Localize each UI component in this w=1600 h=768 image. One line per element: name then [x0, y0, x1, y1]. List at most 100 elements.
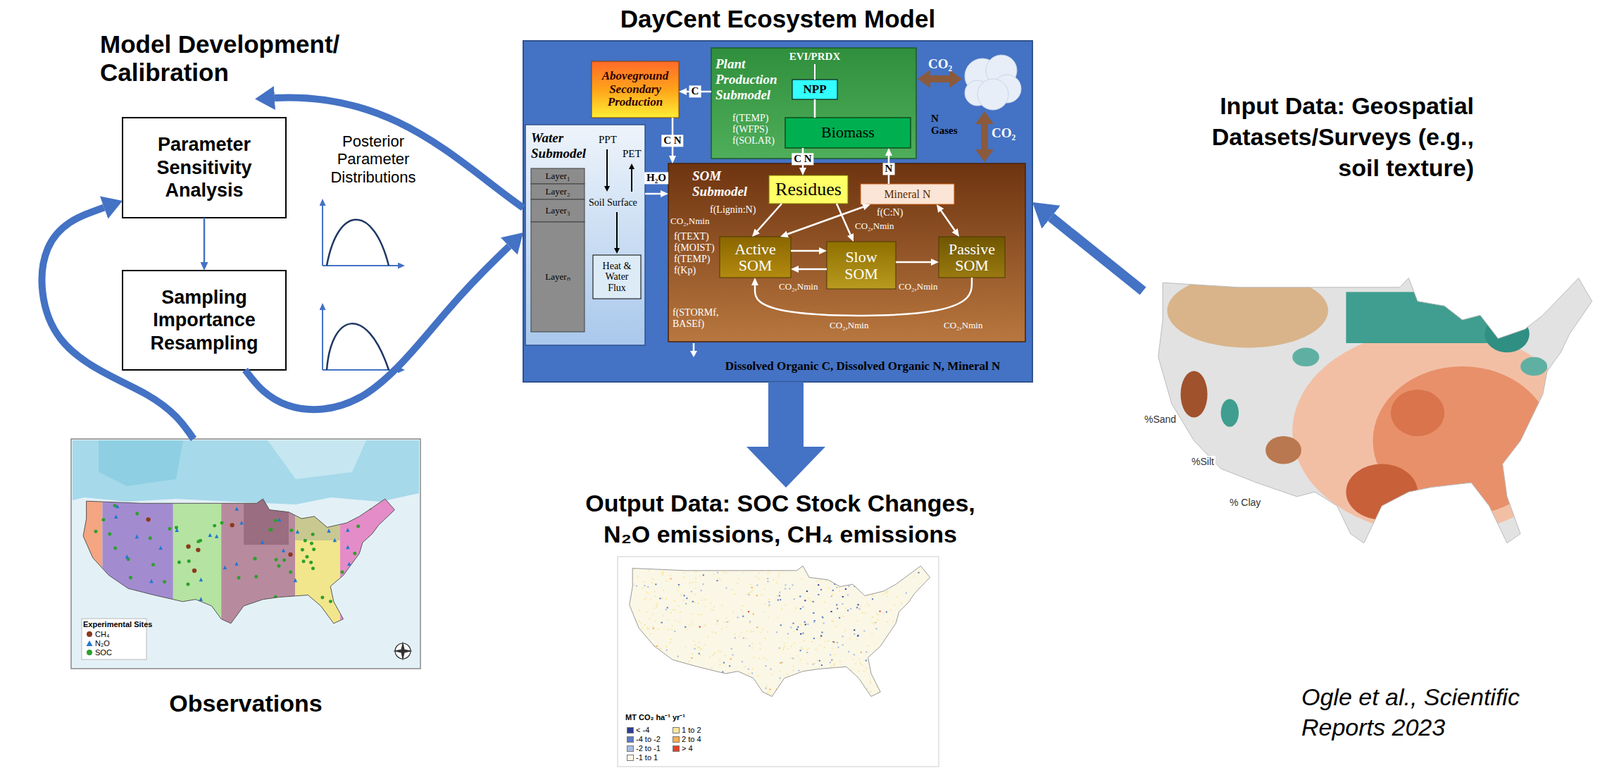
flux-dot	[770, 692, 772, 695]
flux-dot	[666, 606, 669, 608]
flux-dot	[804, 599, 806, 601]
flux-dot	[865, 650, 867, 653]
flux-dot	[693, 647, 696, 650]
flux-dot	[635, 666, 637, 668]
flux-dot	[712, 573, 715, 575]
site-dot	[302, 595, 306, 600]
flux-dot	[859, 661, 861, 664]
flux-dot	[638, 654, 641, 657]
flux-dot	[725, 616, 727, 619]
connector	[787, 207, 863, 235]
flux-dot	[860, 651, 862, 653]
flux-dot	[776, 595, 779, 597]
flux-dot	[884, 680, 886, 683]
flux-dot	[890, 671, 892, 674]
site-dot	[220, 521, 224, 525]
flux-dot	[873, 653, 875, 655]
flux-dot	[895, 595, 898, 598]
flux-dot	[802, 690, 805, 693]
flux-dot	[692, 623, 694, 625]
flux-dot	[886, 580, 889, 582]
flux-dot	[869, 690, 872, 693]
legend-item: SOC	[85, 647, 112, 657]
soil-layer: Layer₂	[530, 183, 585, 200]
connector	[814, 99, 817, 118]
flux-dot	[633, 622, 636, 624]
flux-dot	[655, 604, 658, 606]
flux-dot	[694, 593, 696, 596]
flux-dot	[782, 648, 784, 650]
site-dot	[293, 578, 298, 583]
flux-dot	[677, 690, 679, 693]
flux-dot	[919, 679, 922, 681]
flux-dot	[692, 580, 694, 583]
flux-dot	[752, 656, 755, 658]
flux-dot	[869, 682, 872, 684]
legend-symbol	[85, 648, 93, 656]
site-dot	[199, 596, 203, 601]
flux-dot	[666, 619, 669, 621]
site-dot	[196, 539, 200, 543]
flux-dot	[744, 665, 746, 667]
flux-dot	[678, 585, 680, 588]
flux-dot	[859, 571, 861, 574]
flux-dot	[792, 657, 794, 659]
flux-dot	[670, 611, 672, 614]
node-text: Residues	[775, 179, 842, 200]
flux-dot	[688, 624, 691, 627]
flux-dot	[792, 665, 795, 667]
label: %Silt	[1190, 455, 1216, 468]
flux-dot	[859, 588, 862, 591]
node-text: Input Data: Geospatial Datasets/Surveys …	[1164, 90, 1474, 184]
flux-dot	[747, 593, 750, 596]
site-dot	[357, 588, 362, 592]
flux-dot	[709, 656, 711, 658]
flux-dot	[905, 617, 908, 620]
flux-dot	[800, 691, 802, 693]
flux-dot	[680, 594, 682, 596]
flux-dot	[690, 657, 693, 659]
flux-dot	[812, 671, 815, 674]
flux-dot	[854, 692, 857, 694]
site-dot	[352, 551, 357, 555]
site-dot	[107, 532, 112, 536]
flux-dot	[746, 593, 748, 596]
flux-dot	[865, 569, 867, 571]
flux-dot	[640, 622, 642, 624]
site-dot	[356, 524, 360, 529]
flux-dot	[812, 569, 815, 571]
flux-dot	[646, 662, 648, 665]
flux-dot	[754, 575, 757, 577]
flux-dot	[871, 621, 873, 624]
flux-dot	[716, 623, 718, 625]
flux-dot	[915, 688, 917, 691]
flux-dot	[652, 613, 654, 615]
node-fill	[122, 117, 286, 218]
flux-dot	[637, 576, 639, 578]
flux-dot	[638, 609, 641, 611]
flux-dot	[865, 659, 867, 661]
flux-dot	[738, 635, 741, 637]
flux-dot	[842, 635, 844, 637]
flux-dot	[698, 640, 700, 643]
flux-dot	[659, 647, 662, 649]
flux-dot	[866, 592, 868, 594]
flux-dot	[766, 572, 769, 574]
flux-dot	[858, 657, 860, 660]
flux-dot	[825, 579, 827, 581]
flux-dot	[849, 637, 851, 639]
flux-dot	[786, 647, 789, 650]
site-dot	[378, 526, 383, 531]
flux-dot	[780, 623, 782, 626]
flux-dot	[893, 671, 896, 673]
pool-box: Active SOM	[719, 236, 791, 278]
flux-dot	[842, 615, 844, 617]
flux-dot	[704, 643, 706, 646]
site-dot	[311, 547, 316, 551]
flux-dot	[820, 579, 822, 581]
flux-dot	[827, 640, 829, 642]
flux-dot	[778, 647, 781, 649]
flux-dot	[698, 652, 700, 655]
flux-dot	[906, 693, 908, 696]
flux-dot	[886, 590, 889, 593]
